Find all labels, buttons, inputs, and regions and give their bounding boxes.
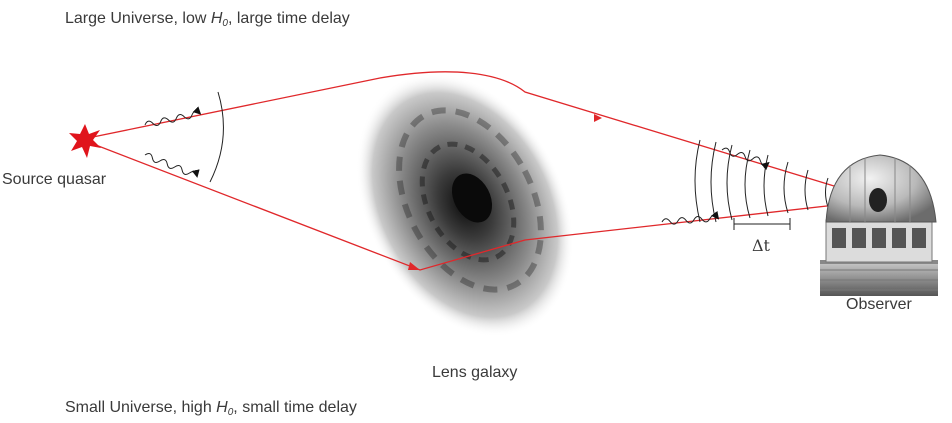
lower-observer-wave [661, 210, 720, 225]
star-icon [69, 124, 101, 158]
top-caption-suffix: , large time delay [227, 10, 350, 27]
lower-ray-arrow [408, 262, 420, 270]
observer-waves [661, 139, 829, 225]
upper-light-path [87, 71, 881, 201]
top-caption-var: H [210, 10, 223, 27]
source-waves [144, 91, 224, 183]
observer-label: Observer [846, 296, 912, 313]
upper-observer-wave [721, 147, 770, 171]
bottom-caption-suffix: , small time delay [233, 399, 357, 416]
observatory-dome-icon [820, 154, 938, 296]
lens-galaxy [356, 73, 574, 337]
delta-t-text: Δt [752, 236, 770, 255]
source-label: Source quasar [2, 171, 107, 188]
upper-wave [144, 106, 202, 126]
bottom-caption-sub: 0 [227, 407, 234, 418]
bottom-caption: Small Universe, high H0, small time dela… [65, 399, 357, 418]
top-caption-sub: 0 [222, 18, 228, 29]
delta-t-bracket [733, 218, 791, 230]
top-caption-prefix: Large Universe, low [65, 10, 211, 27]
bottom-caption-var: H [216, 399, 228, 416]
lower-wave [144, 153, 200, 178]
delta-t-label: Δt [752, 236, 770, 255]
top-caption: Large Universe, low H0, large time delay [65, 10, 350, 29]
lens-label: Lens galaxy [432, 364, 518, 381]
bottom-caption-prefix: Small Universe, high [65, 399, 217, 416]
